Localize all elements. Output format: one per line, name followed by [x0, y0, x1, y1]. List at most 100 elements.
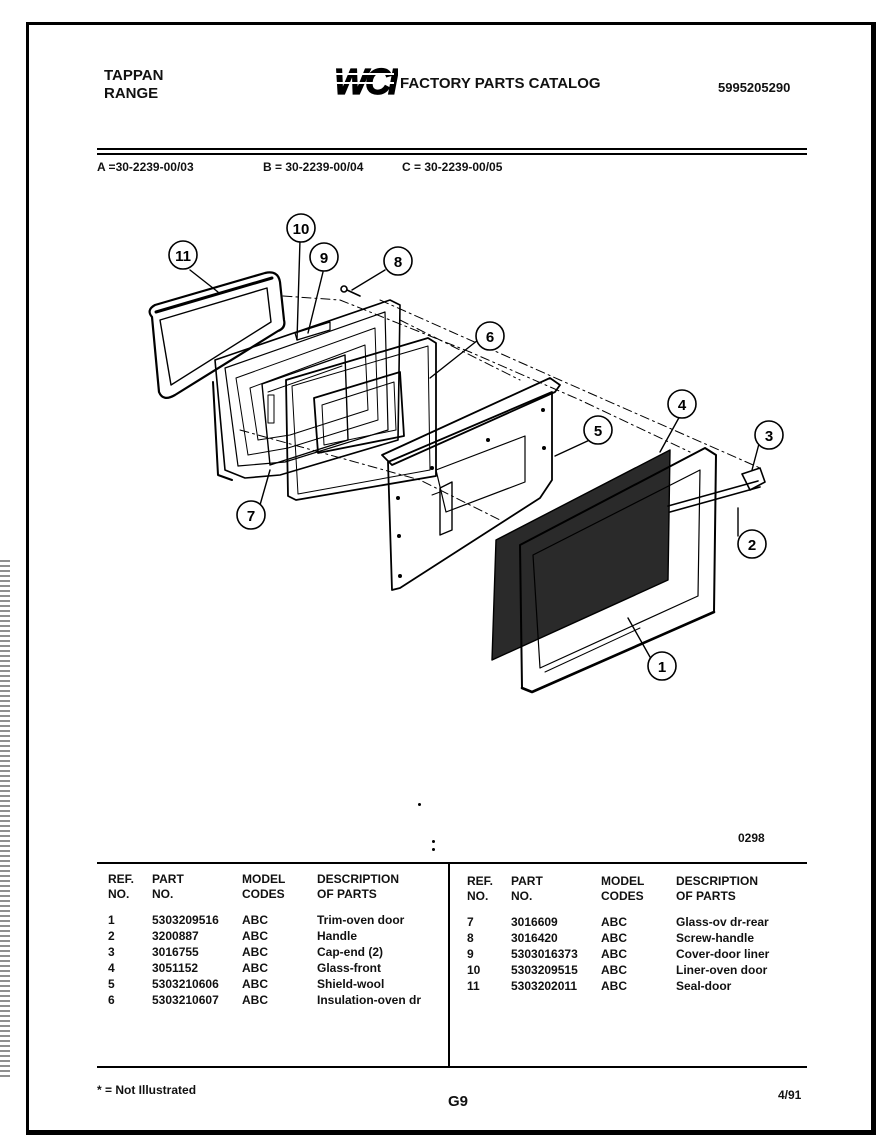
model-code-a: A =30-2239-00/03 — [97, 160, 194, 174]
door-seal-part — [148, 271, 286, 399]
callout-4: 4 — [678, 397, 687, 414]
ref-no: 8 — [467, 931, 474, 945]
table-top-rule — [97, 862, 807, 864]
table-row: 10 5303209515 ABC Liner-oven door — [467, 962, 801, 978]
product-type: RANGE — [104, 85, 159, 102]
callout-7: 7 — [247, 508, 255, 525]
wool-shield-part — [381, 377, 561, 591]
model-codes: ABC — [601, 979, 627, 993]
callout-1: 1 — [658, 659, 666, 676]
model-codes: ABC — [601, 931, 627, 945]
liner-oven-door-part — [212, 299, 401, 481]
model-codes: ABC — [242, 945, 268, 959]
footnote: * = Not Illustrated — [97, 1083, 197, 1097]
model-codes: ABC — [242, 977, 268, 991]
table-row: 5 5303210606 ABC Shield-wool — [108, 976, 442, 992]
model-codes: ABC — [601, 915, 627, 929]
ref-no: 11 — [467, 979, 480, 993]
ref-no: 9 — [467, 947, 474, 961]
table-row: 9 5303016373 ABC Cover-door liner — [467, 946, 801, 962]
part-no: 5303210606 — [152, 977, 219, 991]
model-codes: ABC — [242, 913, 268, 927]
header-rule — [97, 148, 807, 150]
speck — [432, 848, 435, 851]
part-no: 3016420 — [511, 931, 558, 945]
model-codes: ABC — [242, 961, 268, 975]
revision-date: 4/91 — [778, 1088, 802, 1102]
brand-name: TAPPAN — [104, 67, 164, 84]
part-no: 5303202011 — [511, 979, 578, 993]
table-row: 8 3016420 ABC Screw-handle — [467, 930, 801, 946]
trim-oven-door-part — [519, 447, 717, 694]
callout-5: 5 — [594, 423, 602, 440]
model-codes: ABC — [242, 993, 268, 1007]
table-row: 4 3051152 ABC Glass-front — [108, 960, 442, 976]
callout-2: 2 — [748, 537, 756, 554]
ref-no: 1 — [108, 913, 115, 927]
part-no: 5303016373 — [511, 947, 578, 961]
part-no: 3200887 — [152, 929, 199, 943]
table-row: 11 5303202011 ABC Seal-door — [467, 978, 801, 994]
part-no: 5303209516 — [152, 913, 219, 927]
exploded-door-diagram: 11 10 9 8 6 5 4 3 2 1 7 — [148, 213, 784, 694]
rear-glass-part — [261, 354, 349, 466]
table-column-divider — [448, 862, 450, 1068]
ref-no: 4 — [108, 961, 115, 975]
catalog-title: FACTORY PARTS CATALOG — [400, 75, 601, 92]
part-description: Glass-front — [317, 961, 382, 975]
part-no: 3016755 — [152, 945, 199, 959]
part-description: Trim-oven door — [317, 913, 405, 927]
part-no: 3016609 — [511, 915, 558, 929]
part-description: Seal-door — [676, 979, 732, 993]
callout-9: 9 — [320, 250, 328, 267]
handle-part — [667, 467, 766, 513]
brand-block: TAPPAN RANGE — [104, 67, 163, 103]
model-codes: ABC — [601, 963, 627, 977]
callout-3: 3 — [765, 428, 773, 445]
insulation-oven-door-part — [285, 337, 437, 501]
ref-no: 10 — [467, 963, 481, 977]
part-no: 5303209515 — [511, 963, 578, 977]
part-description: Screw-handle — [676, 931, 755, 945]
part-description: Cap-end (2) — [317, 945, 383, 959]
model-codes: ABC — [242, 929, 268, 943]
ref-no: 6 — [108, 993, 115, 1007]
part-description: Shield-wool — [317, 977, 385, 991]
part-description: Cover-door liner — [676, 947, 770, 961]
speck — [432, 840, 435, 843]
page-code: G9 — [448, 1093, 469, 1110]
part-description: Handle — [317, 929, 358, 943]
assembly-axis-lines — [239, 295, 761, 521]
part-no: 3051152 — [152, 961, 199, 975]
logo-text: WCI — [334, 62, 398, 100]
catalog-number: 5995205290 — [718, 80, 791, 95]
callout-leaders — [189, 239, 761, 658]
model-codes: ABC — [601, 947, 627, 961]
shield-holes — [396, 408, 546, 578]
callout-circles — [168, 213, 784, 681]
scan-edge — [0, 560, 10, 1080]
part-description: Liner-oven door — [676, 963, 768, 977]
ref-no: 7 — [467, 915, 474, 929]
front-glass-part — [491, 449, 671, 661]
table-row: 1 5303209516 ABC Trim-oven door — [108, 912, 442, 928]
ref-no: 5 — [108, 977, 115, 991]
table-row: 7 3016609 ABC Glass-ov dr-rear — [467, 914, 801, 930]
header-rule-2 — [97, 153, 807, 155]
table-row: 2 3200887 ABC Handle — [108, 928, 442, 944]
callout-10: 10 — [293, 221, 310, 238]
model-code-c: C = 30-2239-00/05 — [402, 160, 503, 174]
part-description: Glass-ov dr-rear — [676, 915, 769, 929]
ref-header: REF.NO. — [467, 874, 494, 903]
ref-no: 2 — [108, 929, 115, 943]
